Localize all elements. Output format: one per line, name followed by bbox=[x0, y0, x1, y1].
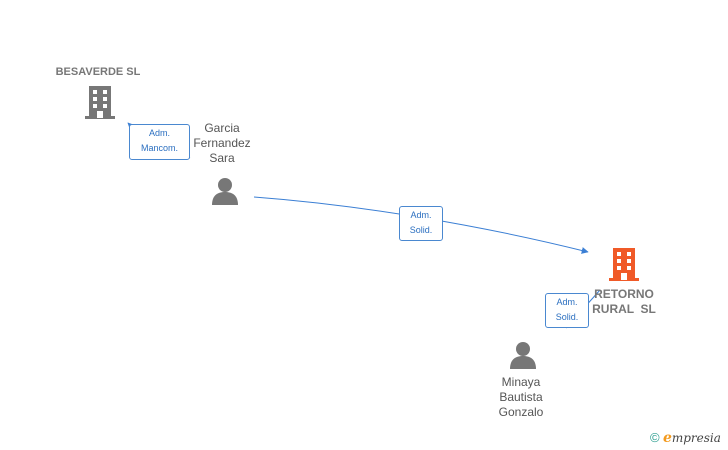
edge-label-adm-mancom: Adm.Mancom. bbox=[129, 124, 190, 160]
building-icon[interactable] bbox=[84, 84, 116, 120]
copyright-icon: © bbox=[650, 430, 660, 445]
company-label-retorno: RETORNO RURAL SL bbox=[592, 287, 656, 316]
person-icon[interactable] bbox=[210, 176, 240, 206]
edge-label-adm-solid-garcia: Adm.Solid. bbox=[399, 206, 443, 241]
building-icon[interactable] bbox=[608, 246, 640, 282]
person-icon[interactable] bbox=[508, 340, 538, 370]
brand-logo[interactable]: © empresia bbox=[650, 430, 721, 446]
edge-label-adm-solid-minaya: Adm.Solid. bbox=[545, 293, 589, 328]
person-label-minaya: Minaya Bautista Gonzalo bbox=[498, 375, 544, 419]
person-label-garcia: Garcia Fernandez Sara bbox=[193, 121, 251, 165]
company-label-besaverde: BESAVERDE SL bbox=[55, 66, 141, 78]
